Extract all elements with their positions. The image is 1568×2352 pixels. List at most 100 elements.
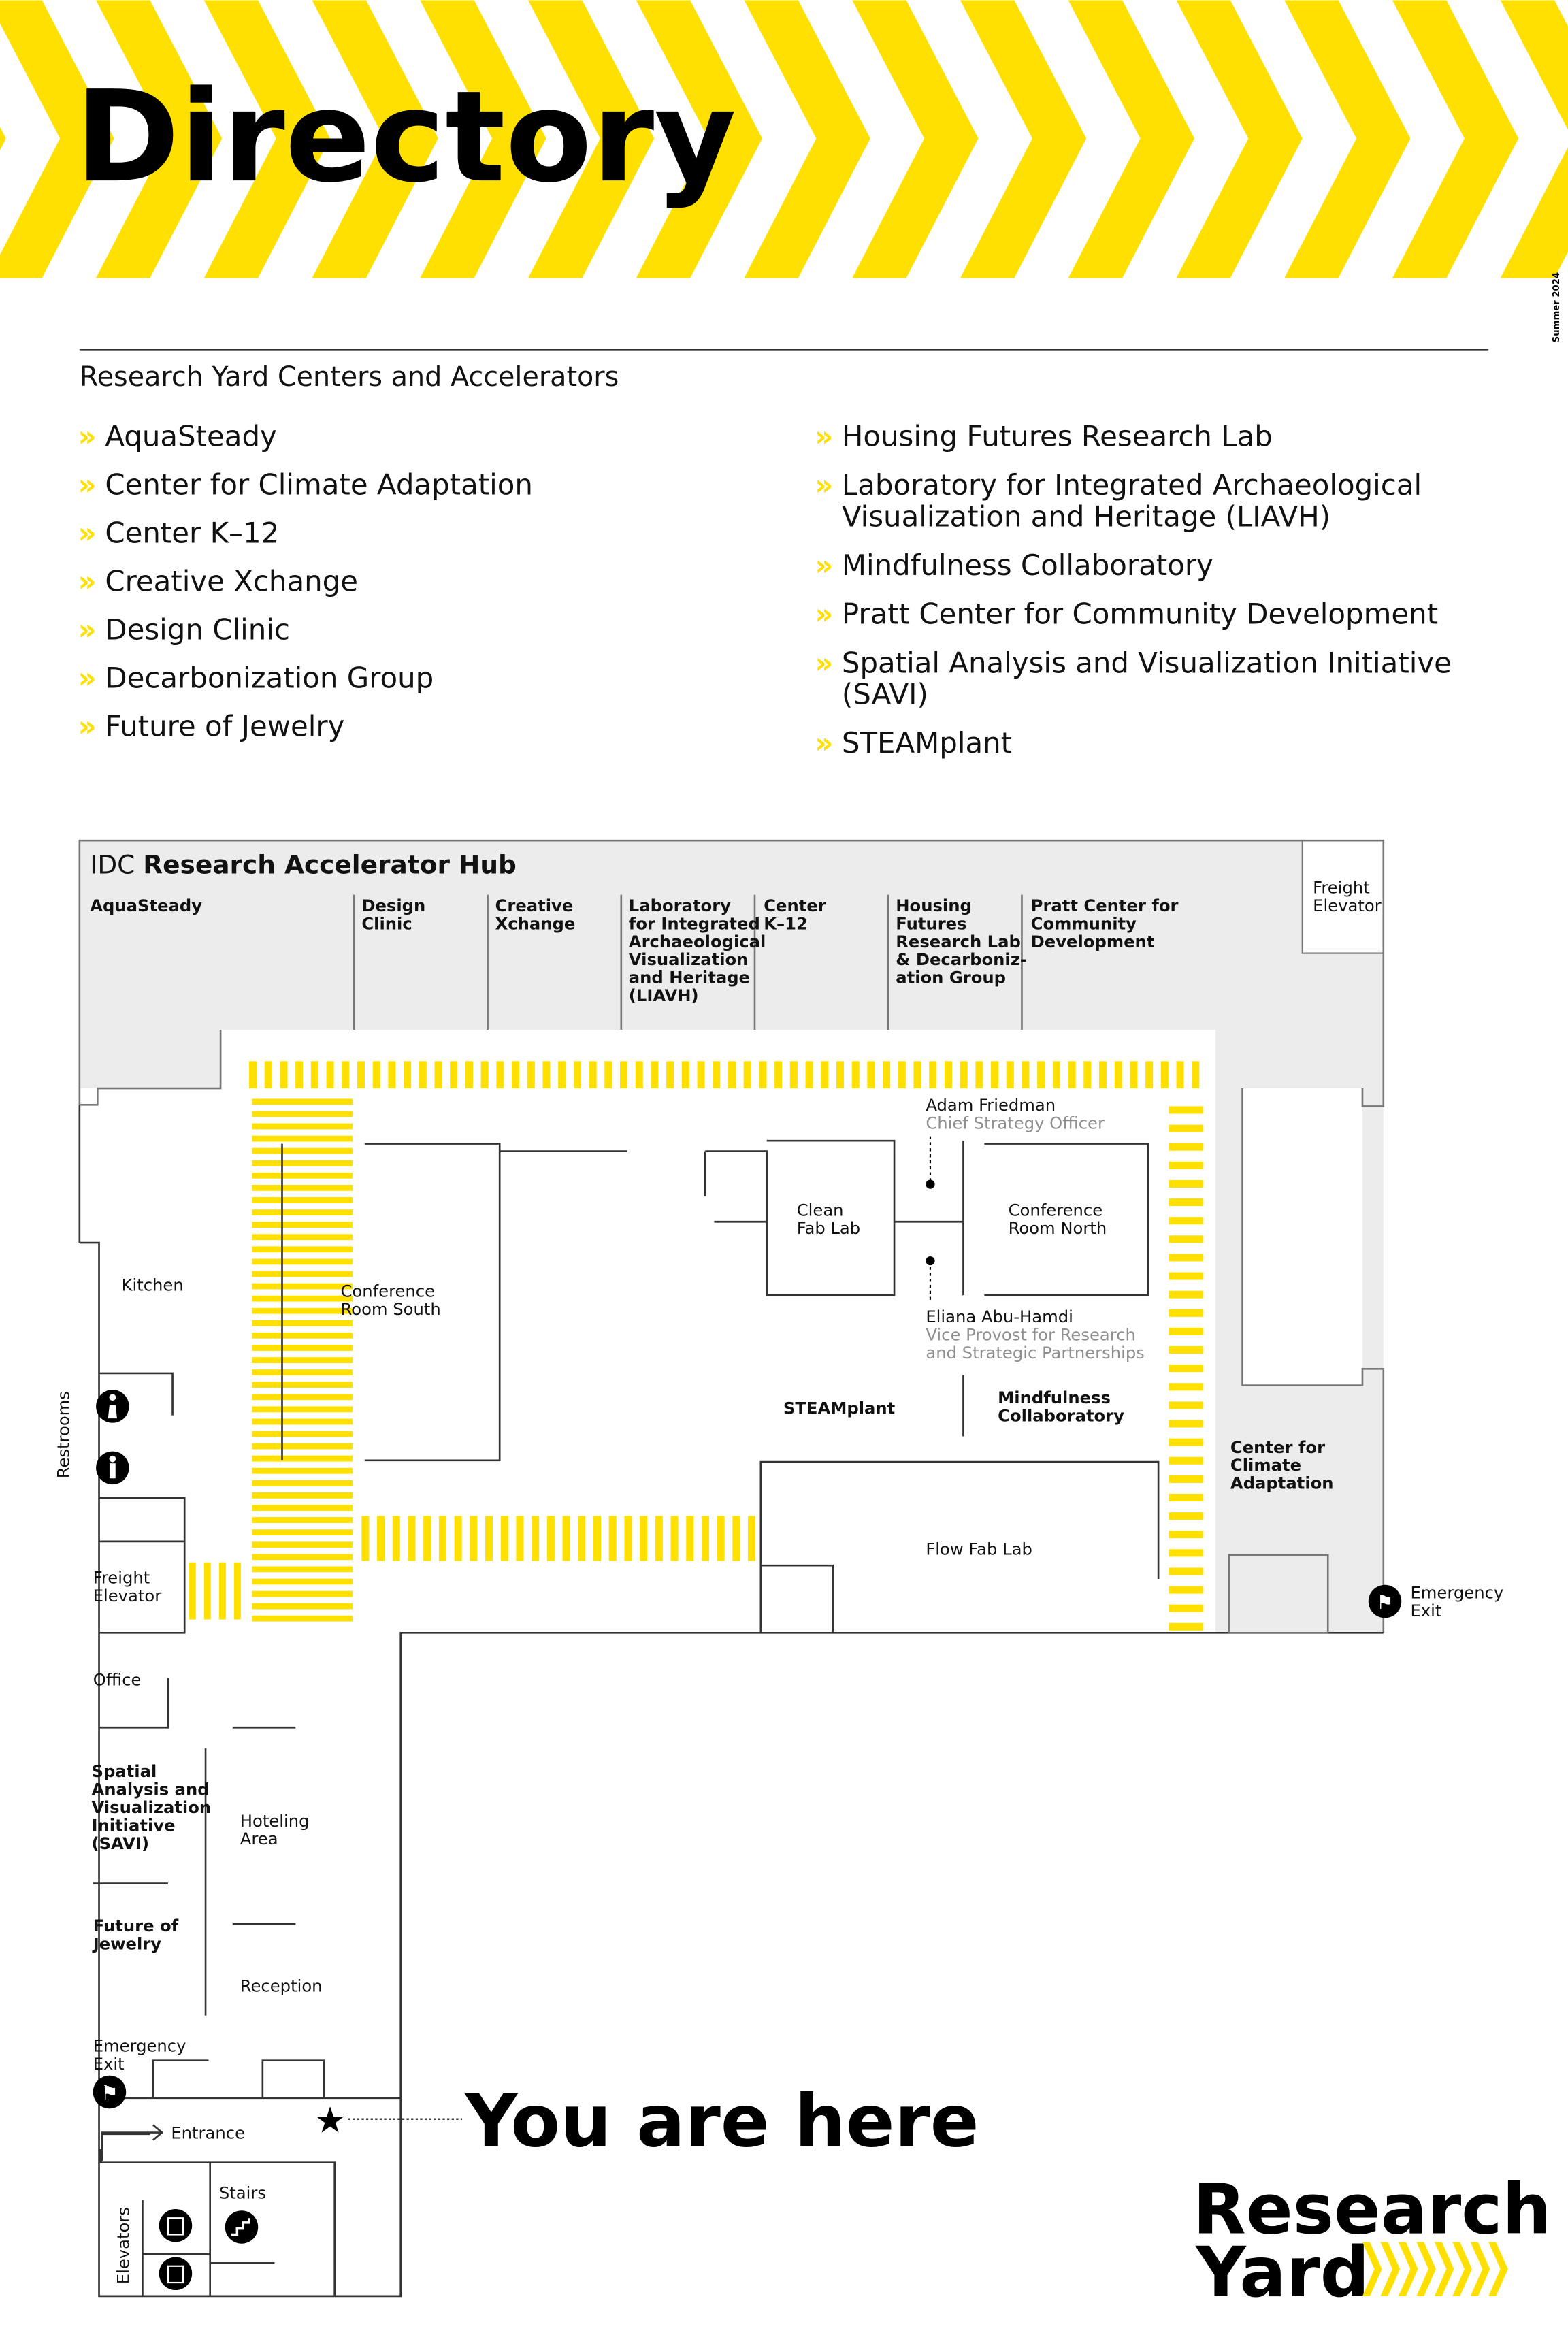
chevron-stripe (1284, 0, 1411, 278)
list-item: STEAMplant (842, 726, 1012, 760)
room-label: Archaeological (629, 932, 766, 951)
mindfulness-label: Collaboratory (998, 1405, 1124, 1425)
room-label: (LIAVH) (629, 985, 699, 1005)
conf-north-label: Conference (1009, 1200, 1103, 1220)
room-label: Community (1031, 913, 1137, 933)
chevron-bullet-icon: » (78, 564, 97, 598)
icons: ⚑ ⚑ ★ (93, 1390, 1402, 2291)
hub-title: Research Accelerator Hub (143, 850, 517, 880)
emergency-left-label: Emergency (93, 2036, 186, 2055)
conf-south-label: Conference (340, 1281, 435, 1301)
jewelry-label: Jewelry (92, 1934, 162, 1954)
adam-role: Chief Strategy Officer (926, 1113, 1105, 1133)
chevron-banner (0, 0, 1568, 278)
room-label: Futures (896, 913, 966, 933)
room-label: & Decarboniz- (896, 949, 1027, 969)
entrance-label[interactable]: Entrance (171, 2123, 245, 2142)
logo-chevron (1362, 2242, 1382, 2296)
logo-chevron (1452, 2242, 1472, 2296)
savi-label: (SAVI) (91, 1833, 149, 1853)
svg-text:Research: Research (1193, 2169, 1552, 2249)
restroom-men-icon (96, 1451, 129, 1485)
list-item: Future of Jewelry (105, 709, 344, 742)
room-label: and Heritage (629, 968, 750, 987)
emergency-right-label: Exit (1410, 1601, 1441, 1620)
chevron-stripe (1176, 0, 1303, 278)
section-title: Research Yard Centers and Accelerators (80, 361, 619, 393)
conf-south-label: Room South (340, 1299, 440, 1319)
savi-label: Initiative (91, 1815, 175, 1835)
savi-label: Visualization (91, 1797, 211, 1817)
star-icon: ★ (314, 2100, 346, 2142)
office-label: Office (93, 1670, 142, 1690)
freight-top-label: Elevator (1313, 896, 1382, 915)
list-item: Pratt Center for Community Development (842, 598, 1438, 631)
steamplant-label: STEAMplant (783, 1398, 896, 1418)
list-item: Design Clinic (105, 612, 290, 646)
chevron-bullet-icon: » (78, 709, 97, 742)
you-are-here-label: You are here (463, 2079, 979, 2163)
list-item: Decarbonization Group (105, 661, 434, 694)
mindfulness-label: Mindfulness (998, 1388, 1111, 1407)
room-label: Housing (896, 896, 972, 915)
logo-chevron (1416, 2242, 1436, 2296)
list-item: Creative Xchange (105, 564, 358, 598)
chevron-stripe (744, 0, 870, 278)
list-item: Laboratory for Integrated Archaeological (842, 468, 1422, 502)
chevron-stripe (852, 0, 979, 278)
svg-text:⚑: ⚑ (101, 2081, 118, 2104)
room-label: Design (361, 896, 425, 915)
restroom-women-icon (96, 1390, 129, 1423)
room-label: Pratt Center for (1031, 896, 1179, 915)
freight-top-label: Freight (1313, 877, 1370, 897)
room-label: Development (1031, 932, 1155, 951)
eliana-role-2: and Strategic Partnerships (926, 1343, 1145, 1362)
restrooms-label: Restrooms (53, 1391, 73, 1478)
list-item: Center for Climate Adaptation (105, 468, 533, 501)
list-item: Center K–12 (105, 516, 279, 549)
flow-fab-label: Flow Fab Lab (926, 1539, 1032, 1559)
freight-left-label: Elevator (93, 1586, 162, 1605)
emergency-exit-icon: ⚑ (1368, 1584, 1402, 1618)
chevron-bullet-icon: » (78, 661, 97, 694)
list-item: AquaSteady (105, 419, 276, 453)
list-item: Housing Futures Research Lab (842, 419, 1273, 453)
chevron-stripe (1068, 0, 1195, 278)
climate-label: Climate (1230, 1455, 1301, 1475)
svg-text:⚑: ⚑ (1376, 1590, 1394, 1614)
hoteling-label: Area (240, 1829, 278, 1848)
chevron-stripe (96, 0, 223, 278)
climate-label: Adaptation (1230, 1473, 1334, 1493)
clean-fab-label: Fab Lab (797, 1218, 860, 1238)
chevron-stripe (420, 0, 546, 278)
eliana-name: Eliana Abu-Hamdi (926, 1307, 1073, 1326)
list-item: Spatial Analysis and Visualization Initi… (842, 646, 1452, 679)
room-label: Laboratory (629, 896, 731, 915)
chevron-stripe (203, 0, 331, 278)
elevator-icon (159, 2257, 193, 2291)
elevator-icon (159, 2208, 193, 2242)
freight-left-label: Freight (93, 1568, 150, 1588)
kitchen-label: Kitchen (122, 1275, 184, 1295)
eliana-role-1: Vice Provost for Research (926, 1324, 1136, 1344)
svg-text:Yard: Yard (1195, 2232, 1369, 2313)
logo-chevron (1488, 2242, 1508, 2296)
jewelry-label: Future of (93, 1916, 179, 1936)
room-label: Research Lab (896, 932, 1021, 951)
chevron-stripe (1392, 0, 1519, 278)
adam-name: Adam Friedman (926, 1095, 1056, 1115)
hoteling-label: Hoteling (240, 1811, 310, 1831)
chevron-stripe (0, 0, 114, 278)
hub-prefix: IDC (90, 850, 135, 880)
elevators-label: Elevators (114, 2207, 133, 2284)
clean-fab-label: Clean (797, 1200, 844, 1220)
centers-list-left: » AquaSteady » Center for Climate Adaptatio… (78, 419, 533, 742)
svg-text:IDC Research Accelerator Hub: IDC Research Accelerator Hub (90, 850, 517, 880)
edition-label: Summer 2024 (1552, 272, 1562, 342)
conf-north-label: Room North (1009, 1218, 1107, 1238)
emergency-left-label: Exit (93, 2054, 125, 2074)
chevron-stripe (528, 0, 655, 278)
research-yard-logo: Research Yard (1193, 2169, 1552, 2313)
reception-label: Reception (240, 1976, 323, 1995)
